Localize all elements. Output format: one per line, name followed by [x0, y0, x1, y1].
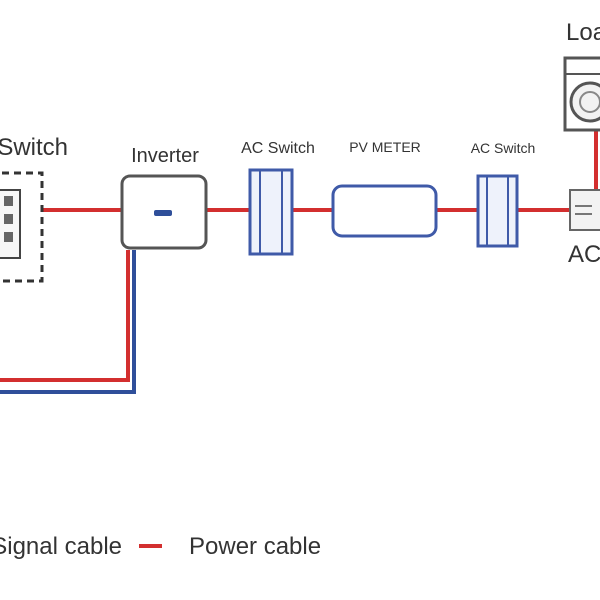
legend: Signal cable Power cable	[0, 533, 321, 560]
ac-switch-right-device	[476, 174, 519, 248]
ac-panel-device	[569, 189, 600, 231]
power-cable-inverter-down	[0, 250, 130, 382]
inverter-device	[120, 174, 208, 250]
pv-meter-device	[331, 184, 438, 238]
inverter-label: Inverter	[131, 145, 199, 167]
signal-cable-inverter-down	[0, 250, 136, 394]
switch-label: Switch	[0, 134, 68, 161]
legend-power-cable-label: Power cable	[189, 533, 321, 560]
legend-signal-cable-label: Signal cable	[0, 533, 122, 560]
switch-device	[0, 171, 44, 283]
ac-panel-label: AC	[568, 241, 600, 268]
pv-meter-label: PV METER	[349, 139, 421, 155]
ac-switch-left-device	[248, 168, 294, 256]
ac-switch-left-label: AC Switch	[241, 140, 315, 157]
ac-switch-right-label: AC Switch	[471, 140, 536, 156]
load-device	[563, 56, 600, 132]
load-label: Load	[566, 19, 600, 46]
